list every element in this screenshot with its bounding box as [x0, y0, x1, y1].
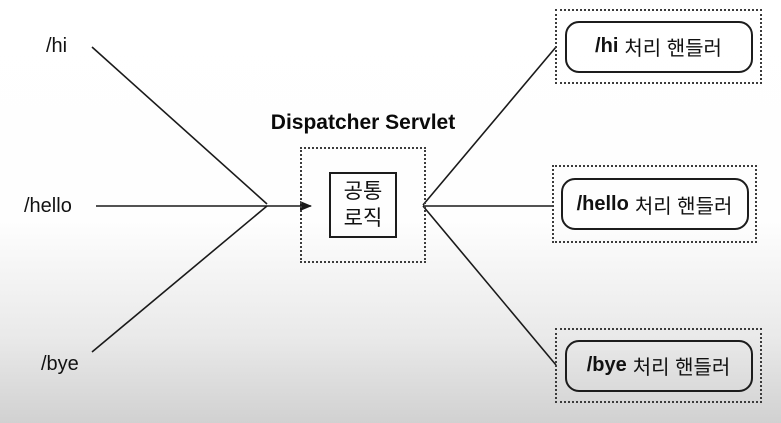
handler-hi-path: /hi — [595, 35, 619, 57]
handler-bye-path: /bye — [586, 354, 627, 376]
request-label-hello: /hello — [24, 195, 72, 217]
handler-hi-suffix: 처리 핸들러 — [624, 38, 722, 60]
handler-hello-path: /hello — [576, 192, 629, 215]
handler-bye-suffix: 처리 핸들러 — [632, 357, 731, 379]
common-logic-box: 공통 로직 — [329, 172, 397, 238]
request-label-hi: /hi — [46, 35, 68, 57]
dispatcher-servlet-title: Dispatcher Servlet — [270, 111, 456, 134]
common-logic-line1: 공통 — [343, 179, 383, 203]
dispatcher-servlet-box: 공통 로직 — [300, 147, 426, 263]
handler-hello-suffix: 처리 핸들러 — [634, 195, 733, 218]
request-label-bye: /bye — [41, 353, 79, 375]
common-logic-line2: 로직 — [343, 207, 383, 230]
line-hi-to-dispatcher — [91, 46, 268, 205]
line-dispatcher-to-hi-handler — [422, 46, 557, 206]
line-dispatcher-to-bye-handler — [422, 205, 557, 366]
line-bye-to-dispatcher — [91, 205, 268, 353]
